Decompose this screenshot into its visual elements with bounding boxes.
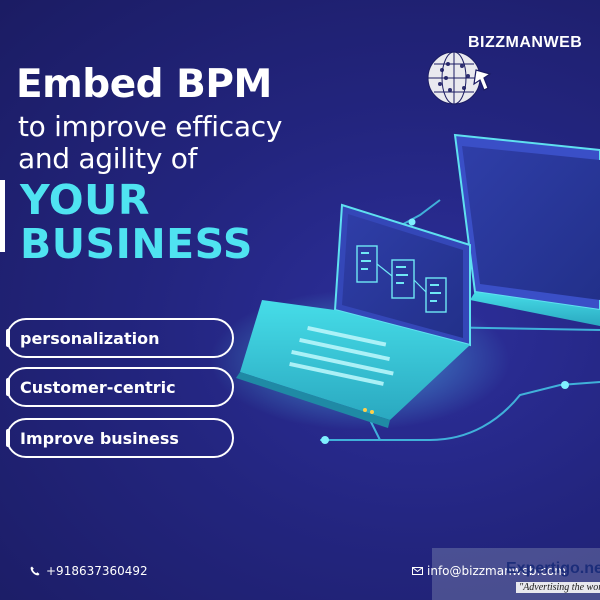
pill-cap	[6, 378, 10, 396]
watermark-tagline: "Advertising the world"	[516, 582, 600, 593]
front-laptop	[210, 203, 510, 430]
headline-line2: to improve efficacy	[18, 110, 283, 143]
feature-pill-customer-centric: Customer-centric	[6, 367, 234, 407]
accent-bar	[0, 180, 5, 252]
footer-phone[interactable]: +918637360492	[30, 564, 148, 578]
headline-business: BUSINESS	[20, 220, 253, 268]
globe-cursor-icon	[427, 51, 492, 105]
feature-label: Customer-centric	[20, 377, 176, 397]
feature-label: Improve business	[20, 428, 179, 448]
headline-line3: and agility of	[18, 142, 198, 175]
feature-pill-improve-business: Improve business	[6, 418, 234, 458]
mail-icon	[412, 567, 423, 575]
email-address: info@bizzmanweb.com	[427, 564, 566, 578]
watermark-text: Expertigo.net	[506, 560, 600, 577]
phone-icon	[30, 566, 40, 576]
back-laptop	[453, 133, 600, 326]
feature-pill-personalization: personalization	[6, 318, 234, 358]
pill-cap	[6, 429, 10, 447]
headline-your: YOUR	[20, 176, 150, 224]
pill-cap	[6, 329, 10, 347]
feature-label: personalization	[20, 328, 160, 348]
phone-number: +918637360492	[46, 564, 148, 578]
headline-line1: Embed BPM	[16, 62, 272, 107]
brand-name: BIZZMANWEB	[468, 34, 583, 51]
footer-email[interactable]: info@bizzmanweb.com	[412, 564, 566, 578]
